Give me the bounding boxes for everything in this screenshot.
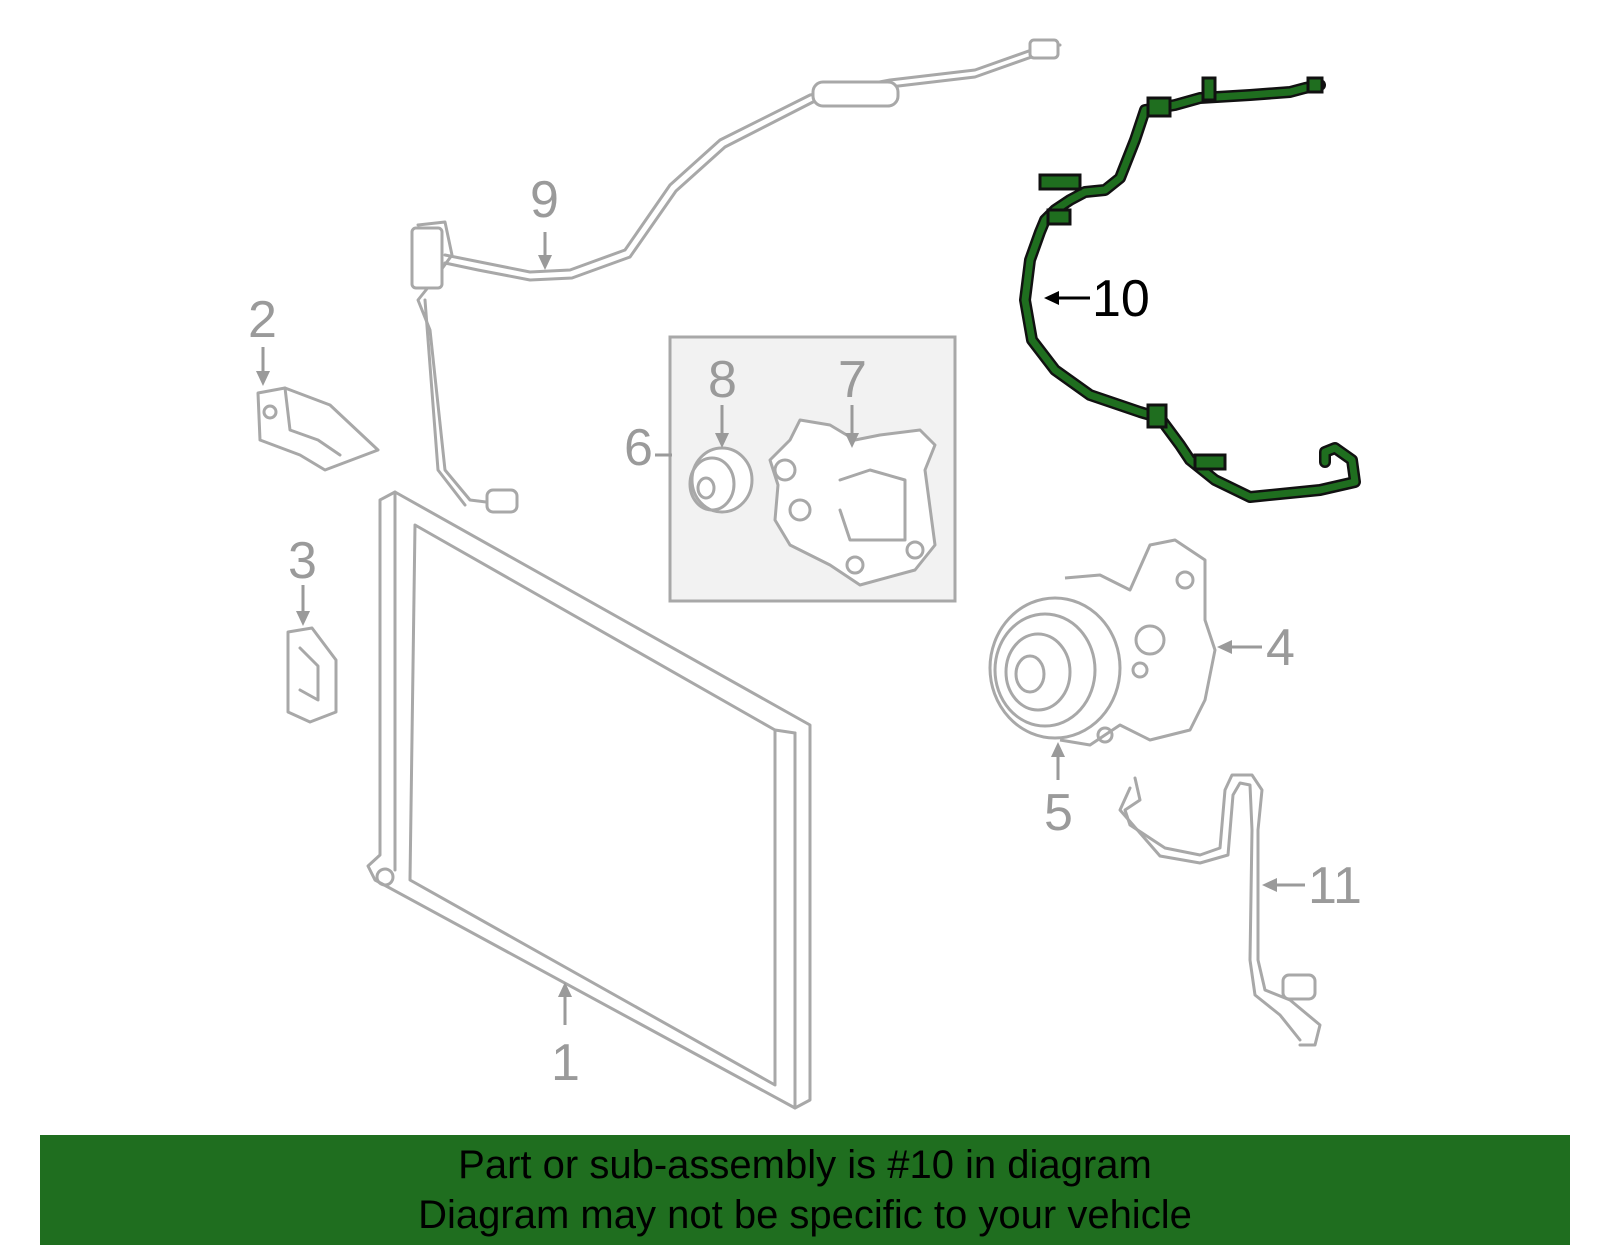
- arrow-1: [558, 982, 572, 1025]
- arrow-10: [1044, 291, 1090, 305]
- bracket-part-2: [256, 386, 380, 472]
- bracket-part-3: [286, 626, 338, 724]
- compressor-part-4: [988, 538, 1217, 747]
- ac-line-part-9: [410, 38, 1062, 514]
- arrow-11: [1262, 878, 1305, 892]
- arrow-9: [538, 232, 552, 270]
- callout-5: 5: [1044, 784, 1073, 842]
- callout-11: 11: [1308, 857, 1362, 915]
- banner-line-1: Part or sub-assembly is #10 in diagram: [458, 1143, 1152, 1187]
- callout-1: 1: [551, 1034, 580, 1092]
- callout-7: 7: [838, 351, 867, 409]
- arrow-2: [256, 347, 270, 386]
- arrow-7: [845, 405, 859, 448]
- callout-6: 6: [624, 419, 653, 477]
- arrow-5: [1051, 742, 1065, 780]
- housing-part-7: [768, 418, 937, 587]
- arrow-4: [1217, 640, 1262, 654]
- condenser-part-1: [366, 490, 812, 1110]
- callout-9: 9: [530, 171, 559, 229]
- banner-line-2: Diagram may not be specific to your vehi…: [418, 1193, 1192, 1237]
- pulley-part-8: [688, 446, 754, 514]
- callout-8: 8: [708, 351, 737, 409]
- info-banner: Part or sub-assembly is #10 in diagram D…: [40, 1135, 1570, 1245]
- callout-10: 10: [1092, 270, 1150, 328]
- arrow-3: [296, 585, 310, 626]
- arrow-8: [715, 405, 729, 448]
- discharge-hose-part-10: [1019, 76, 1361, 503]
- callout-3: 3: [288, 532, 317, 590]
- callout-4: 4: [1266, 619, 1295, 677]
- callout-2: 2: [248, 291, 277, 349]
- suction-hose-part-11: [1118, 773, 1322, 1047]
